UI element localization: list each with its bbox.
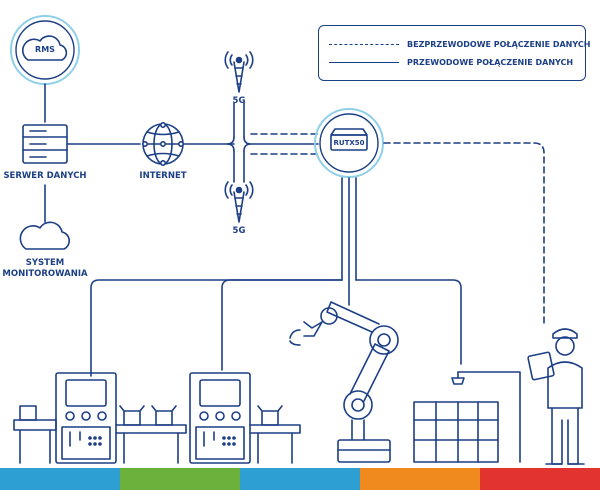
footer-bar-orange	[360, 468, 480, 490]
router-worker-wireless	[383, 142, 545, 326]
internet-label: INTERNET	[139, 171, 187, 181]
tower-top-label: 5G	[232, 96, 246, 106]
monitoring-cloud-icon	[19, 221, 70, 250]
globe-icon	[142, 122, 185, 167]
monitoring-label-line1: SYSTEM	[25, 258, 65, 268]
legend-wired-label: PRZEWODOWE POŁĄCZENIE DANYCH	[407, 57, 574, 67]
server-icon	[22, 124, 68, 164]
legend-wired: PRZEWODOWE POŁĄCZENIE DANYCH	[329, 56, 573, 68]
footer-bar-green	[120, 468, 240, 490]
legend-wireless: BEZPRZEWODOWE POŁĄCZENIE DANYCH	[329, 38, 590, 50]
router-label: RUTX50	[333, 139, 365, 147]
router-distribution-links	[90, 177, 462, 377]
worker-icon	[527, 328, 585, 465]
server-label: SERWER DANYCH	[3, 171, 87, 181]
legend-solid-line	[329, 61, 399, 63]
storage-rack-icon	[413, 371, 521, 463]
legend-dashed-line	[329, 43, 399, 45]
rms-label: RMS	[35, 45, 55, 54]
footer-bar-blue-2	[240, 468, 360, 490]
legend: BEZPRZEWODOWE POŁĄCZENIE DANYCH PRZEWODO…	[318, 25, 590, 81]
tower-bottom-icon	[224, 181, 254, 223]
machine-left-icon	[13, 372, 187, 464]
robot-arm-icon	[289, 301, 399, 463]
footer-bar-blue	[0, 468, 120, 490]
machine-right-icon	[189, 372, 301, 464]
router-icon	[314, 108, 384, 178]
tower-bottom-label: 5G	[232, 226, 246, 236]
footer-bar-red	[480, 468, 600, 490]
tower-top-icon	[224, 51, 254, 93]
monitoring-label-line2: MONITOROWANIA	[2, 269, 88, 279]
legend-wireless-label: BEZPRZEWODOWE POŁĄCZENIE DANYCH	[407, 39, 591, 49]
